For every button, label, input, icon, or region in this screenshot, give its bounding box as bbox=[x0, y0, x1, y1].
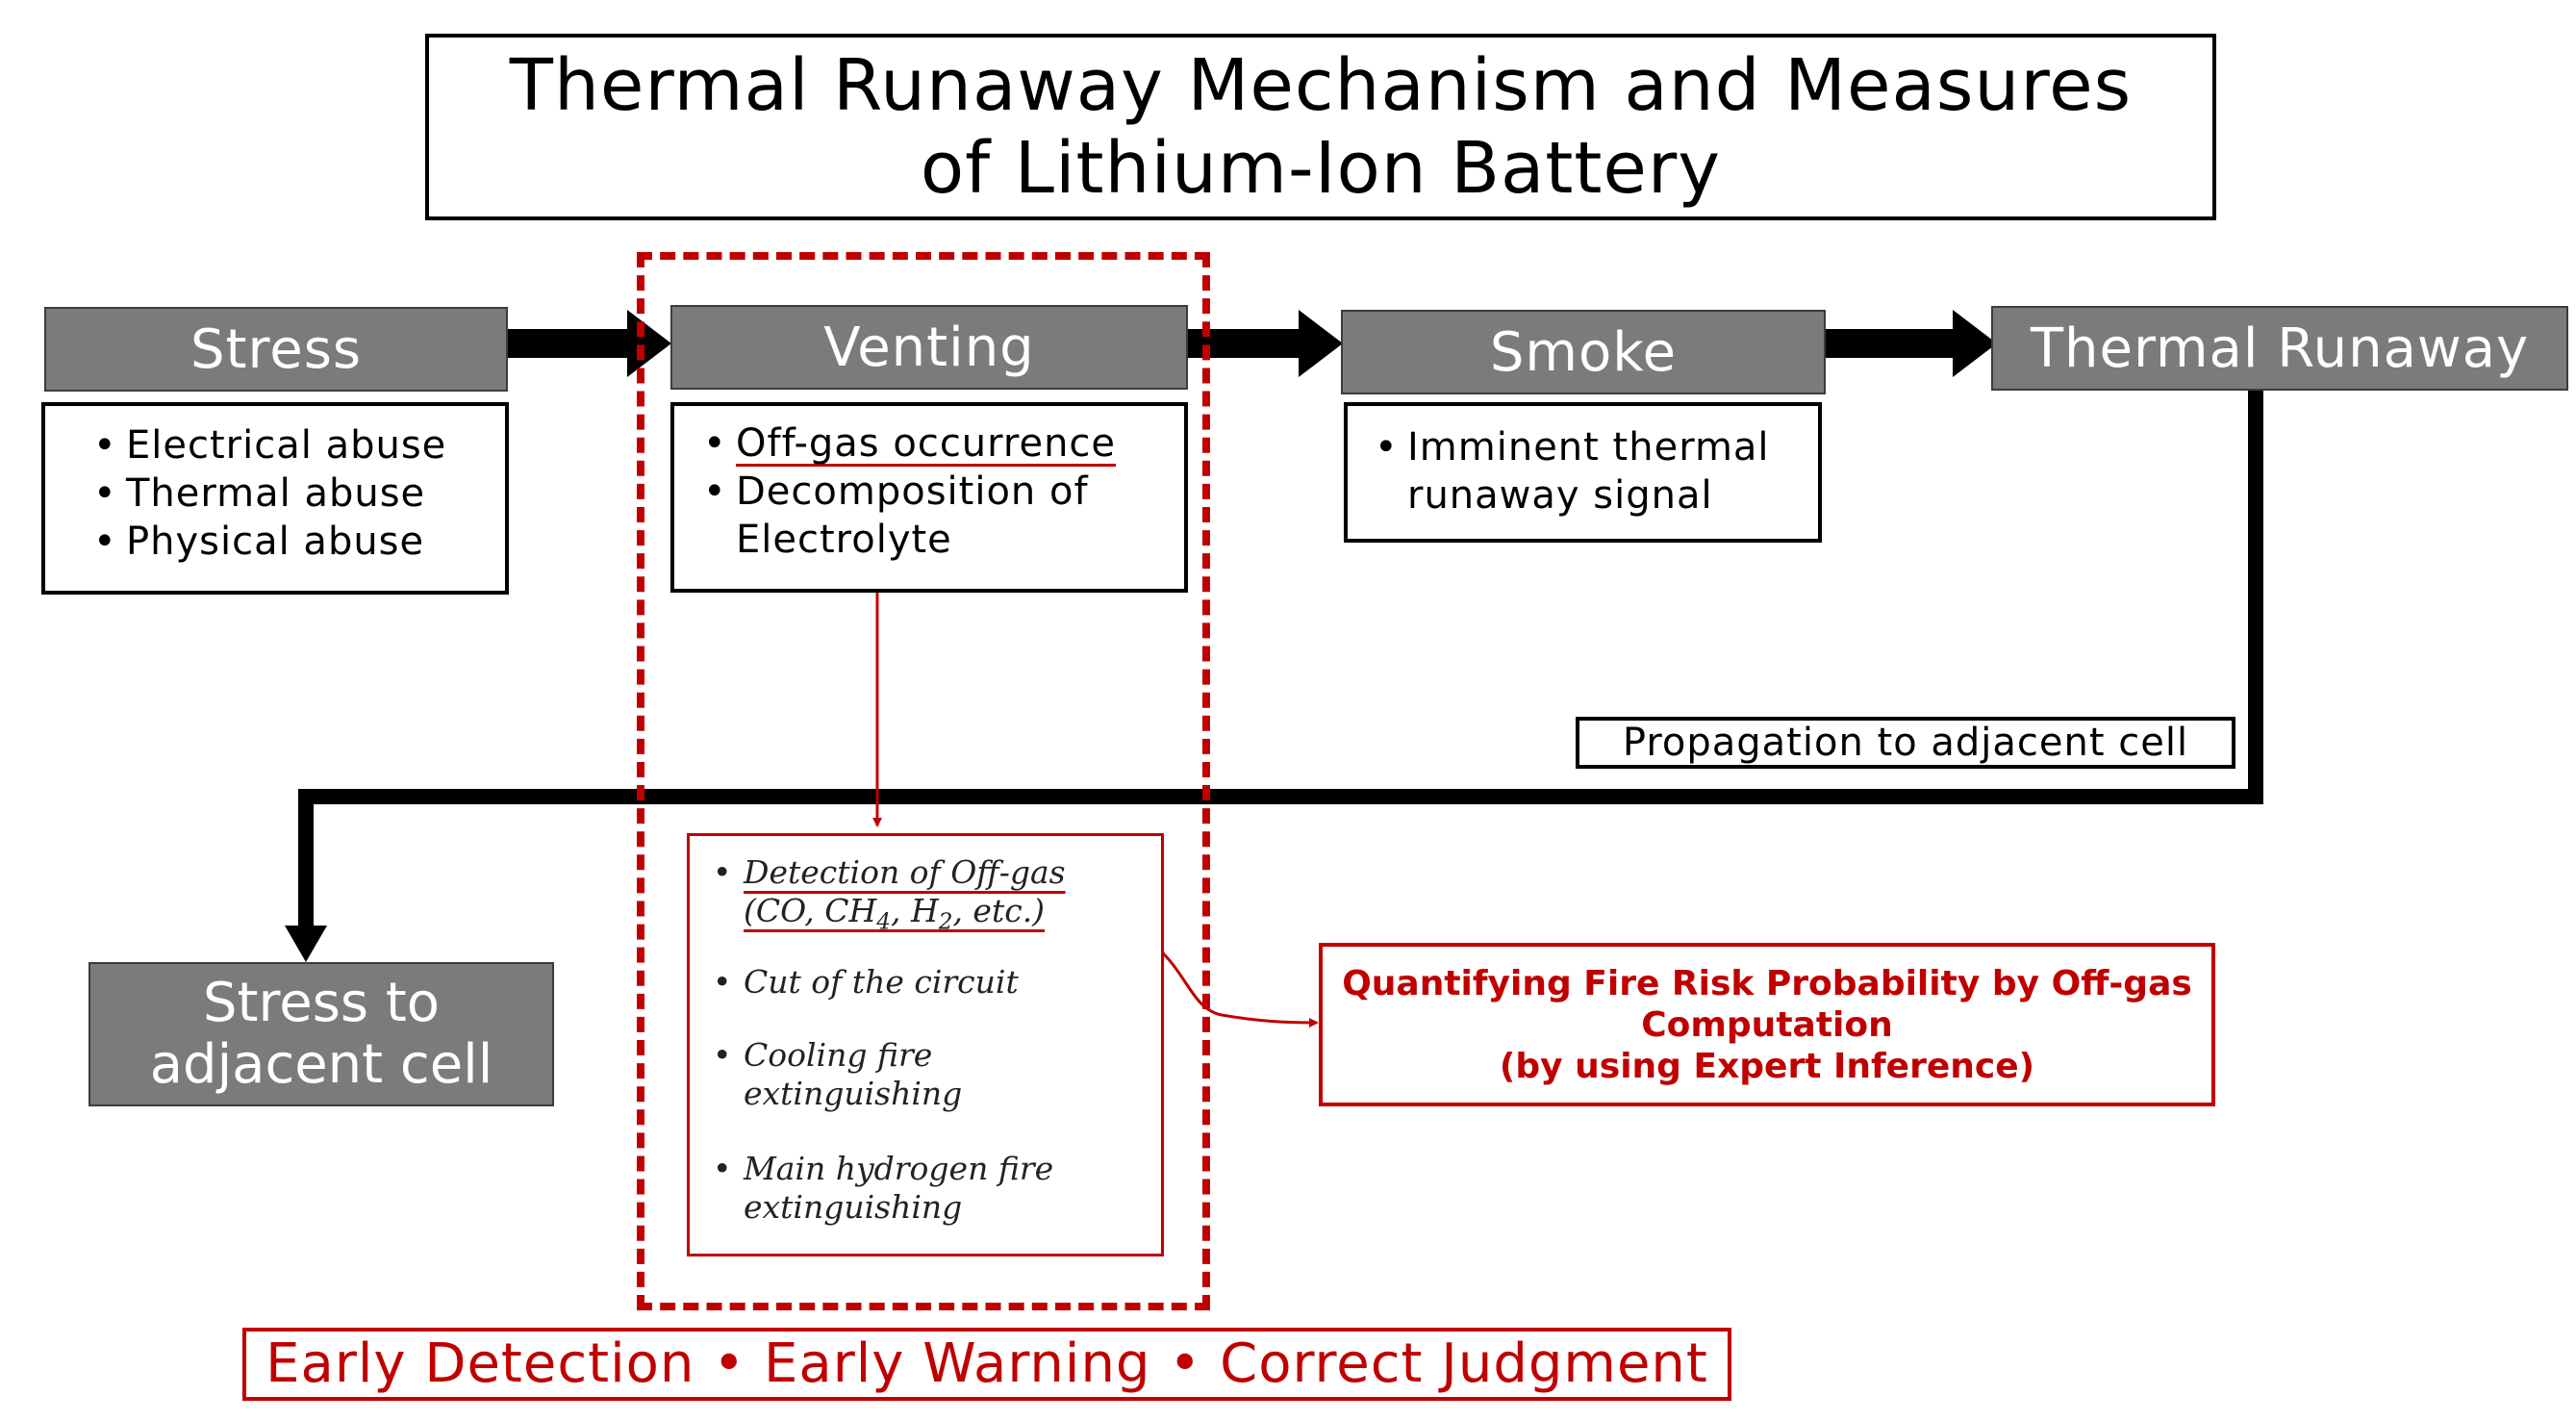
arrow-venting-to-smoke bbox=[1187, 310, 1343, 377]
stage-stress-label: Stress bbox=[189, 317, 363, 381]
stage-venting-label: Venting bbox=[823, 316, 1035, 379]
slogan-banner: Early Detection • Early Warning • Correc… bbox=[242, 1328, 1731, 1401]
quant-line-2: Computation bbox=[1641, 1004, 1893, 1045]
arrow-smoke-to-thermal-runaway bbox=[1824, 310, 1997, 377]
list-item: Imminent thermal runaway signal bbox=[1369, 423, 1806, 520]
stage-venting: Venting bbox=[670, 305, 1188, 390]
detection-line-2: (CO, CH4, H2, etc.) bbox=[744, 892, 1046, 935]
diagram-title: Thermal Runaway Mechanism and Measures o… bbox=[425, 34, 2216, 220]
venting-details-box: Off-gas occurrence Decomposition of Elec… bbox=[670, 402, 1188, 593]
detection-line-1: Detection of Off-gas bbox=[744, 853, 1066, 891]
propagation-path bbox=[285, 391, 2263, 962]
propagation-label: Propagation to adjacent cell bbox=[1576, 717, 2235, 769]
list-item: Electrical abuse bbox=[88, 421, 495, 469]
quant-line-3: (by using Expert Inference) bbox=[1499, 1046, 2035, 1086]
stage-smoke: Smoke bbox=[1341, 310, 1826, 394]
title-line-1: Thermal Runaway Mechanism and Measures bbox=[509, 44, 2133, 127]
stage-smoke-label: Smoke bbox=[1489, 320, 1678, 384]
offgas-occurrence-text: Off-gas occurrence bbox=[736, 421, 1117, 466]
venting-focus-region bbox=[637, 252, 1210, 1310]
stage-stress: Stress bbox=[44, 307, 508, 392]
smoke-details-box: Imminent thermal runaway signal bbox=[1344, 402, 1822, 543]
title-line-2: of Lithium-Ion Battery bbox=[920, 127, 1722, 210]
measure-cut-circuit: Cut of the circuit bbox=[709, 963, 1151, 1002]
stage-thermal-runaway-label: Thermal Runaway bbox=[2030, 317, 2530, 380]
adjacent-line-1: Stress to bbox=[202, 972, 441, 1034]
list-item: Thermal abuse bbox=[88, 469, 495, 518]
measure-hydrogen: Main hydrogen fire extinguishing bbox=[709, 1150, 1128, 1227]
list-item: Off-gas occurrence bbox=[697, 419, 1173, 468]
measures-box: Detection of Off-gas (CO, CH4, H2, etc.)… bbox=[687, 833, 1164, 1256]
list-item: Physical abuse bbox=[88, 518, 495, 566]
measure-detection: Detection of Off-gas (CO, CH4, H2, etc.) bbox=[709, 853, 1151, 942]
quant-line-1: Quantifying Fire Risk Probability by Off… bbox=[1342, 963, 2192, 1003]
adjacent-line-2: adjacent cell bbox=[149, 1033, 493, 1096]
stress-to-adjacent-cell: Stress to adjacent cell bbox=[88, 962, 554, 1106]
list-item: Decomposition of Electrolyte bbox=[697, 468, 1173, 564]
quantifying-fire-risk-box: Quantifying Fire Risk Probability by Off… bbox=[1319, 943, 2215, 1106]
stress-causes-box: Electrical abuse Thermal abuse Physical … bbox=[41, 402, 509, 595]
measure-cooling: Cooling fire extinguishing bbox=[709, 1036, 994, 1113]
stage-thermal-runaway: Thermal Runaway bbox=[1991, 306, 2568, 391]
